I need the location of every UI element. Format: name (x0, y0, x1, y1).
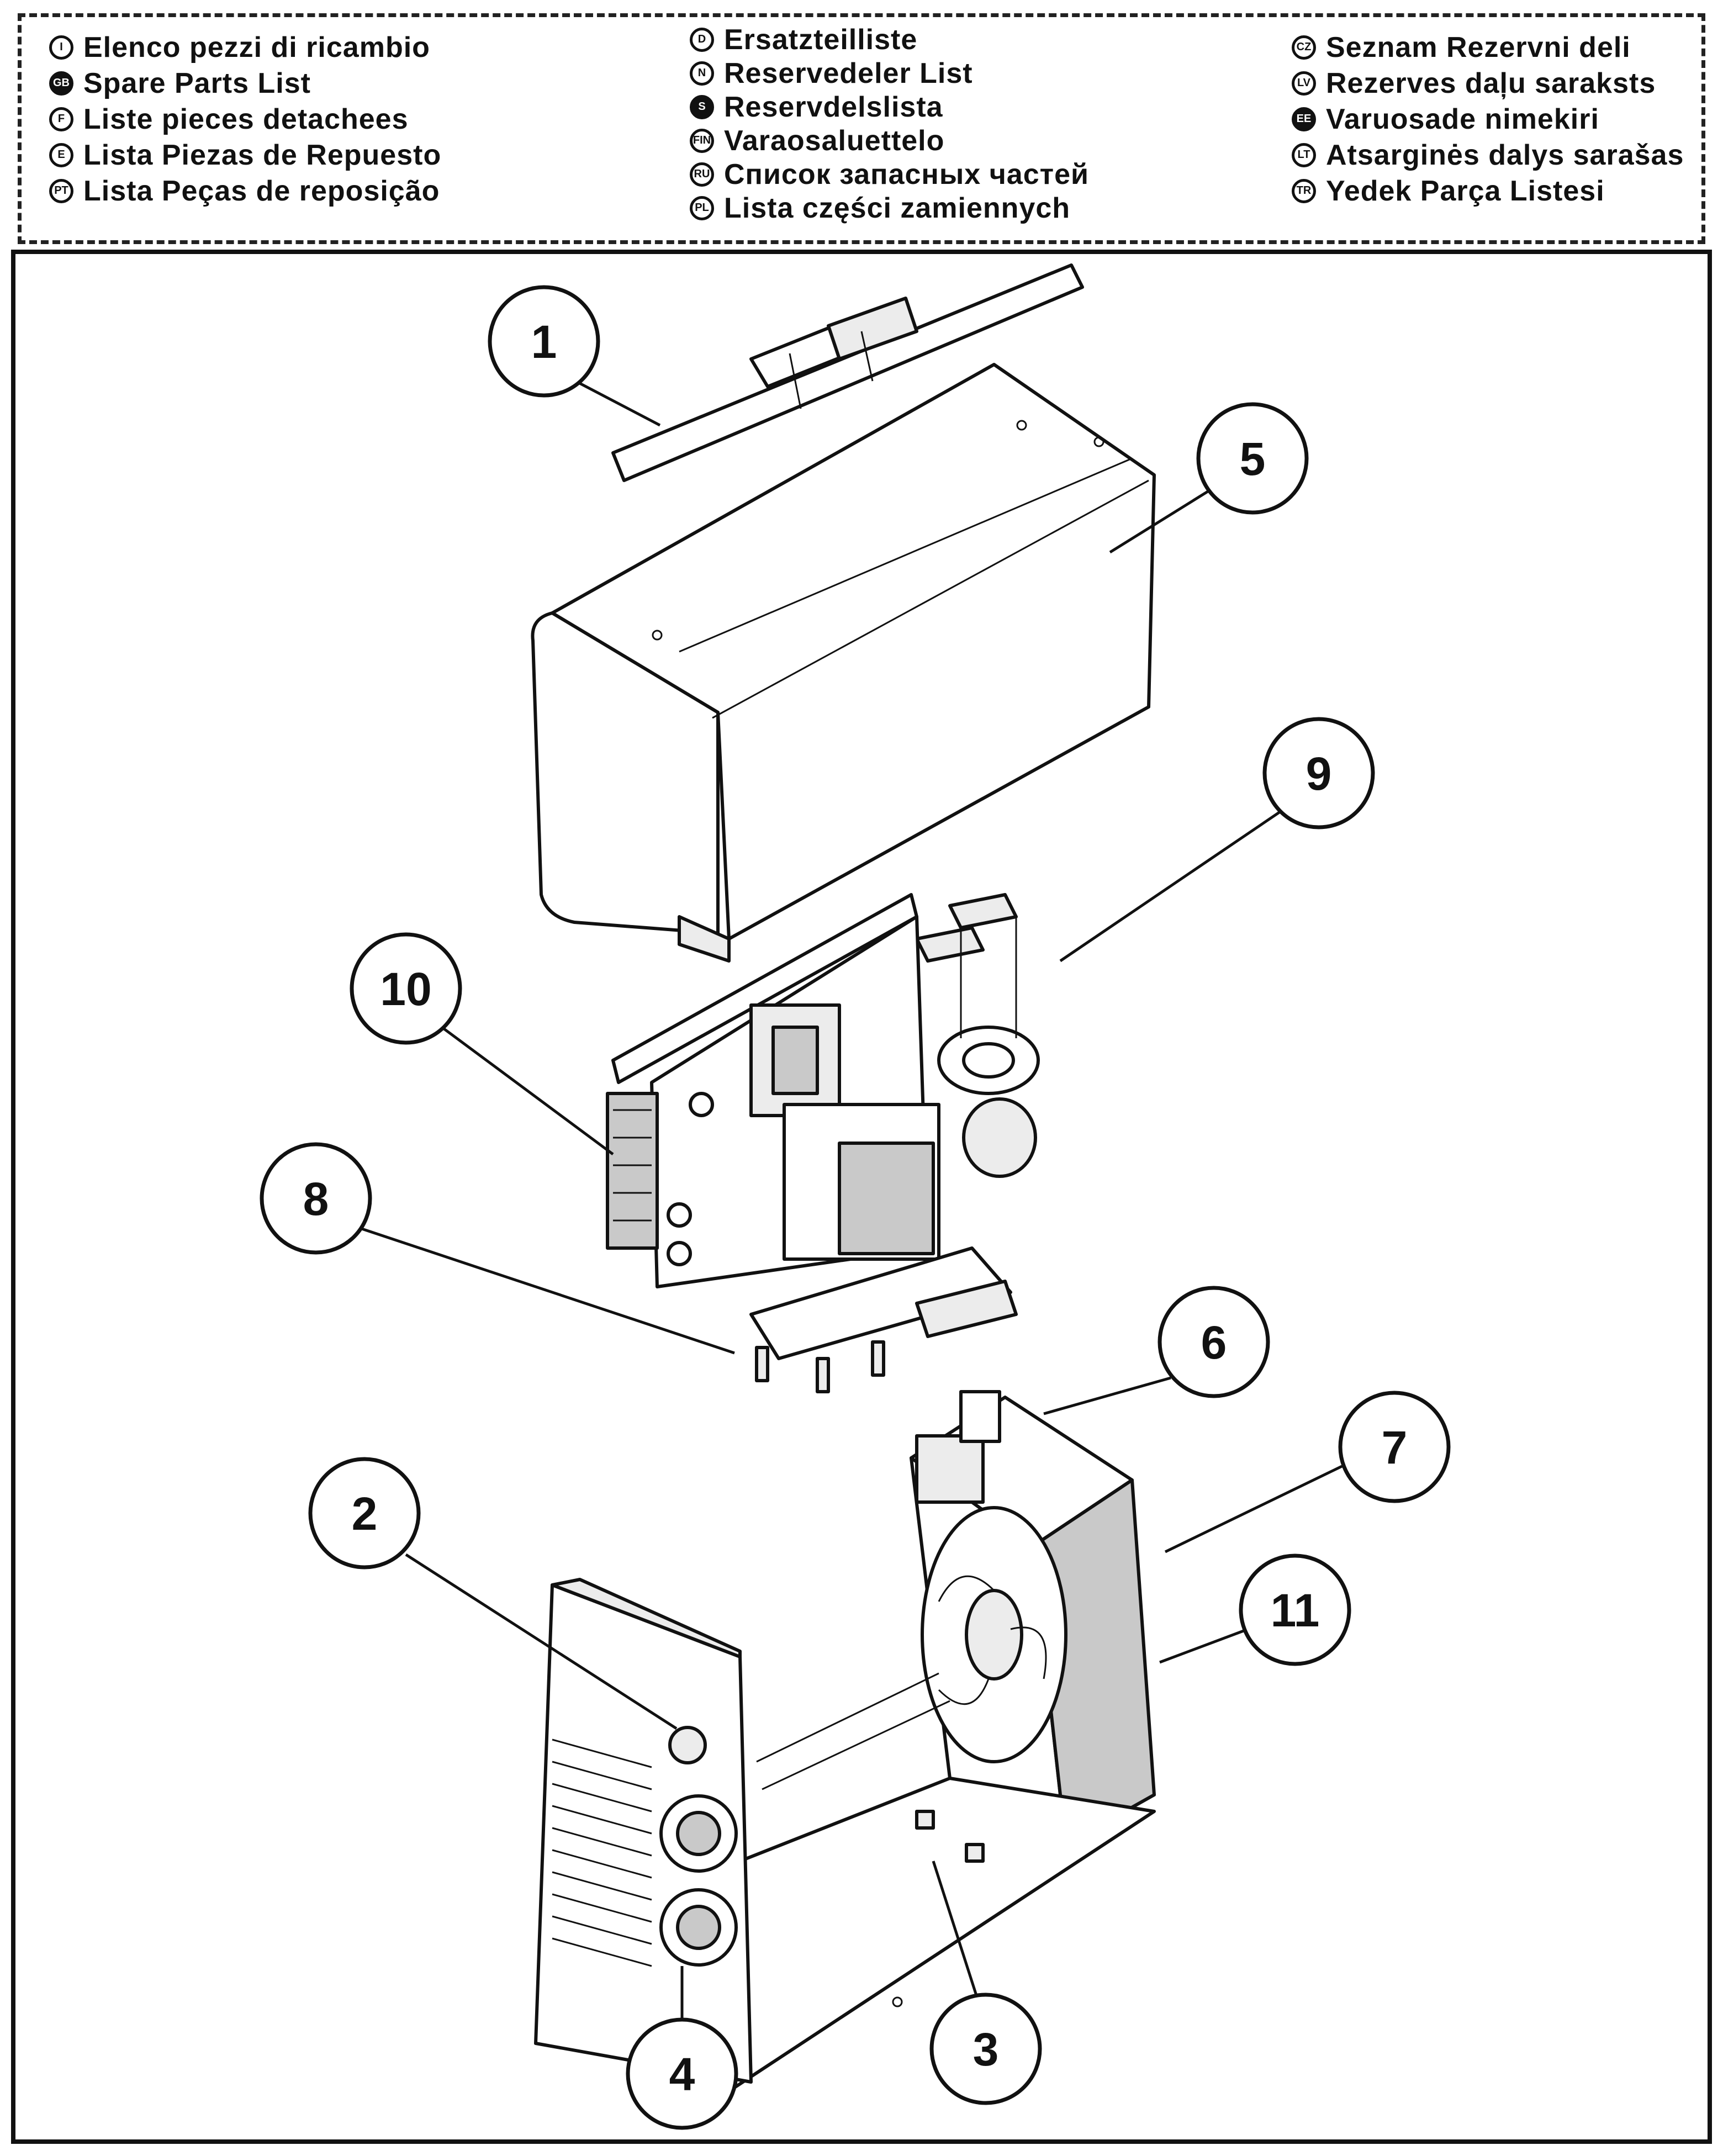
legend-text: Reservedeler List (724, 57, 973, 89)
callout-number: 3 (973, 2023, 999, 2075)
part-strap (611, 263, 1084, 482)
legend-text: Список запасных частей (724, 158, 1089, 191)
legend-item: CZ Seznam Rezervni deli (1292, 29, 1684, 65)
callout-number: 10 (380, 963, 431, 1015)
language-badge-icon: E (49, 142, 73, 167)
callout-number: 1 (531, 316, 557, 368)
legend-text: Rezerves daļu saraksts (1326, 67, 1656, 99)
language-badge-icon: F (49, 107, 73, 131)
callout-9: 9 (1262, 717, 1375, 829)
legend-text: Elenco pezzi di ricambio (83, 31, 430, 64)
leader-lines (353, 379, 1343, 2021)
language-badge-icon: N (690, 61, 714, 86)
language-badge-icon: PL (690, 195, 714, 220)
legend-text: Seznam Rezervni deli (1326, 31, 1631, 64)
callout-number: 7 (1382, 1422, 1408, 1473)
legend-item: N Reservedeler List (690, 56, 1089, 90)
language-badge-icon: GB (49, 71, 73, 96)
legend-text: Lista Piezas de Repuesto (83, 139, 442, 171)
part-cover (531, 363, 1156, 963)
legend-text: Liste pieces detachees (83, 103, 409, 135)
callout-10: 10 (350, 932, 462, 1045)
language-badge-icon: FIN (690, 128, 714, 153)
callout-number: 4 (669, 2048, 695, 2100)
callout-number: 9 (1306, 748, 1332, 800)
legend-item: EE Varuosade nimekiri (1292, 101, 1684, 137)
callout-1: 1 (488, 285, 600, 398)
callout-6: 6 (1158, 1286, 1270, 1398)
legend-item: PT Lista Peças de reposição (49, 173, 441, 209)
legend-column-3: CZ Seznam Rezervni deli LV Rezerves daļu… (1292, 29, 1684, 209)
callout-number: 8 (303, 1173, 329, 1225)
language-badge-icon: CZ (1292, 35, 1316, 60)
language-badge-icon: TR (1292, 178, 1316, 203)
legend-item: I Elenco pezzi di ricambio (49, 29, 441, 65)
part-front-panel (534, 1578, 753, 2084)
part-fan-assembly (910, 1390, 1156, 1846)
callout-number: 2 (352, 1488, 378, 1540)
callout-2: 2 (308, 1457, 421, 1570)
part-inductor-group (915, 893, 1040, 1178)
legend-item: FIN Varaosaluettelo (690, 124, 1089, 157)
legend-text: Varaosaluettelo (724, 124, 945, 157)
legend-item: GB Spare Parts List (49, 65, 441, 101)
language-badge-icon: S (690, 94, 714, 119)
callout-5: 5 (1196, 402, 1309, 515)
legend-item: E Lista Piezas de Repuesto (49, 137, 441, 173)
language-badge-icon: EE (1292, 107, 1316, 131)
callout-number: 5 (1240, 433, 1266, 485)
legend-item: S Reservdelslista (690, 90, 1089, 124)
callout-3: 3 (929, 1993, 1042, 2105)
legend-text: Yedek Parça Listesi (1326, 175, 1605, 207)
legend-column-2: D Ersatzteilliste N Reservedeler List S … (690, 23, 1089, 225)
language-badge-icon: LV (1292, 71, 1316, 96)
language-badge-icon: D (690, 27, 714, 52)
callout-number: 6 (1201, 1317, 1227, 1368)
legend-text: Varuosade nimekiri (1326, 103, 1599, 135)
legend-item: LV Rezerves daļu saraksts (1292, 65, 1684, 101)
front-panel-vents (552, 1738, 652, 1967)
part-lower-board (749, 1246, 1018, 1393)
part-base-plate (733, 1672, 1156, 2089)
legend-text: Ersatzteilliste (724, 23, 918, 56)
legend-item: LT Atsarginės dalys sarašas (1292, 137, 1684, 173)
knob-icon (668, 1726, 707, 1764)
language-legend: I Elenco pezzi di ricambio GB Spare Part… (18, 13, 1705, 244)
part-circuit-board (606, 893, 940, 1288)
language-badge-icon: I (49, 35, 73, 60)
legend-text: Reservdelslista (724, 91, 943, 123)
language-badge-icon: RU (690, 162, 714, 187)
legend-item: F Liste pieces detachees (49, 101, 441, 137)
language-badge-icon: LT (1292, 142, 1316, 167)
legend-item: PL Lista części zamiennych (690, 191, 1089, 225)
callout-number: 11 (1271, 1584, 1320, 1636)
legend-item: RU Список запасных частей (690, 157, 1089, 191)
legend-text: Lista części zamiennych (724, 192, 1071, 224)
callout-7: 7 (1338, 1391, 1451, 1503)
legend-text: Lista Peças de reposição (83, 175, 440, 207)
callout-8: 8 (260, 1142, 372, 1255)
legend-text: Spare Parts List (83, 67, 311, 99)
legend-column-1: I Elenco pezzi di ricambio GB Spare Part… (49, 29, 441, 209)
legend-item: TR Yedek Parça Listesi (1292, 173, 1684, 209)
language-badge-icon: PT (49, 178, 73, 203)
legend-item: D Ersatzteilliste (690, 23, 1089, 56)
callout-4: 4 (626, 2017, 738, 2130)
legend-text: Atsarginės dalys sarašas (1326, 139, 1684, 171)
callout-11: 11 (1239, 1553, 1351, 1666)
